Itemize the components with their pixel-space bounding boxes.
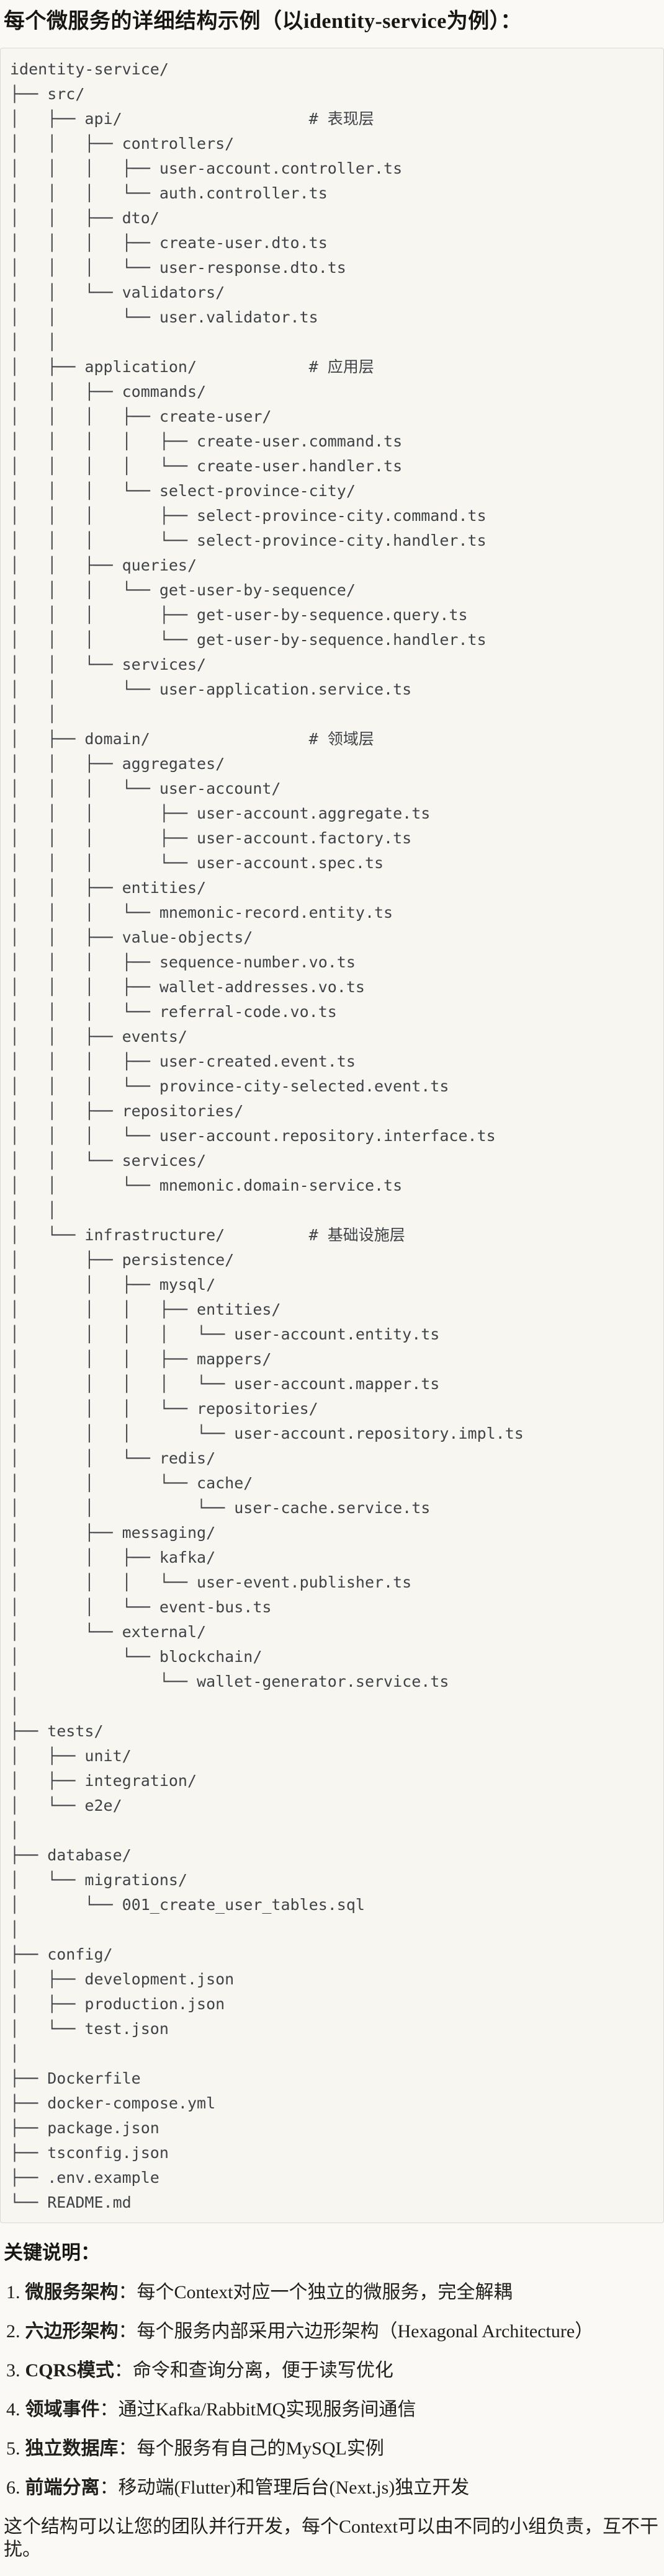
list-item-number: 4. bbox=[6, 2399, 20, 2420]
list-item-text: 命令和查询分离，便于读写优化 bbox=[132, 2360, 393, 2381]
list-item-number: 2. bbox=[6, 2321, 20, 2342]
notes-list: 1.微服务架构：每个Context对应一个独立的微服务，完全解耦 2.六边形架构… bbox=[0, 2281, 664, 2499]
list-item-separator: ： bbox=[118, 2282, 137, 2303]
page-title: 每个微服务的详细结构示例（以identity-service为例）： bbox=[4, 10, 522, 33]
list-item-text: 移动端(Flutter)和管理后台(Next.js)独立开发 bbox=[118, 2477, 470, 2498]
list-item: 3.CQRS模式：命令和查询分离，便于读写优化 bbox=[6, 2359, 664, 2382]
directory-tree: identity-service/ ├── src/ │ ├── api/ # … bbox=[10, 60, 524, 2211]
list-item-text: 每个服务内部采用六边形架构（Hexagonal Architecture） bbox=[137, 2321, 594, 2342]
list-item-text: 每个Context对应一个独立的微服务，完全解耦 bbox=[137, 2282, 513, 2303]
list-item-term: 微服务架构 bbox=[25, 2282, 119, 2303]
closing-paragraph: 这个结构可以让您的团队并行开发，每个Context可以由不同的小组负责，互不干扰… bbox=[4, 2516, 658, 2560]
list-item-term: 领域事件 bbox=[25, 2399, 100, 2420]
list-item-term: CQRS模式 bbox=[25, 2360, 114, 2381]
list-item-separator: ： bbox=[118, 2321, 137, 2342]
code-block: identity-service/ ├── src/ │ ├── api/ # … bbox=[0, 48, 664, 2223]
list-item-term: 前端分离 bbox=[25, 2477, 100, 2498]
list-item-separator: ： bbox=[99, 2399, 119, 2420]
list-item-text: 通过Kafka/RabbitMQ实现服务间通信 bbox=[118, 2399, 416, 2420]
notes-heading: 关键说明： bbox=[4, 2242, 100, 2263]
list-item-separator: ： bbox=[99, 2477, 119, 2498]
document: 每个微服务的详细结构示例（以identity-service为例）： ident… bbox=[0, 7, 664, 2561]
list-item-separator: ： bbox=[114, 2360, 133, 2381]
list-item-text: 每个服务有自己的MySQL实例 bbox=[137, 2438, 384, 2459]
list-item: 5.独立数据库：每个服务有自己的MySQL实例 bbox=[6, 2437, 664, 2460]
list-item: 2.六边形架构：每个服务内部采用六边形架构（Hexagonal Architec… bbox=[6, 2320, 664, 2343]
list-item: 6.前端分离：移动端(Flutter)和管理后台(Next.js)独立开发 bbox=[6, 2476, 664, 2499]
list-item-term: 独立数据库 bbox=[25, 2438, 119, 2459]
list-item: 4.领域事件：通过Kafka/RabbitMQ实现服务间通信 bbox=[6, 2398, 664, 2421]
list-item-number: 3. bbox=[6, 2360, 20, 2381]
list-item-number: 6. bbox=[6, 2477, 20, 2498]
list-item-separator: ： bbox=[118, 2438, 137, 2459]
list-item-number: 1. bbox=[6, 2282, 20, 2303]
list-item-number: 5. bbox=[6, 2438, 20, 2459]
list-item-term: 六边形架构 bbox=[25, 2321, 119, 2342]
list-item: 1.微服务架构：每个Context对应一个独立的微服务，完全解耦 bbox=[6, 2281, 664, 2304]
